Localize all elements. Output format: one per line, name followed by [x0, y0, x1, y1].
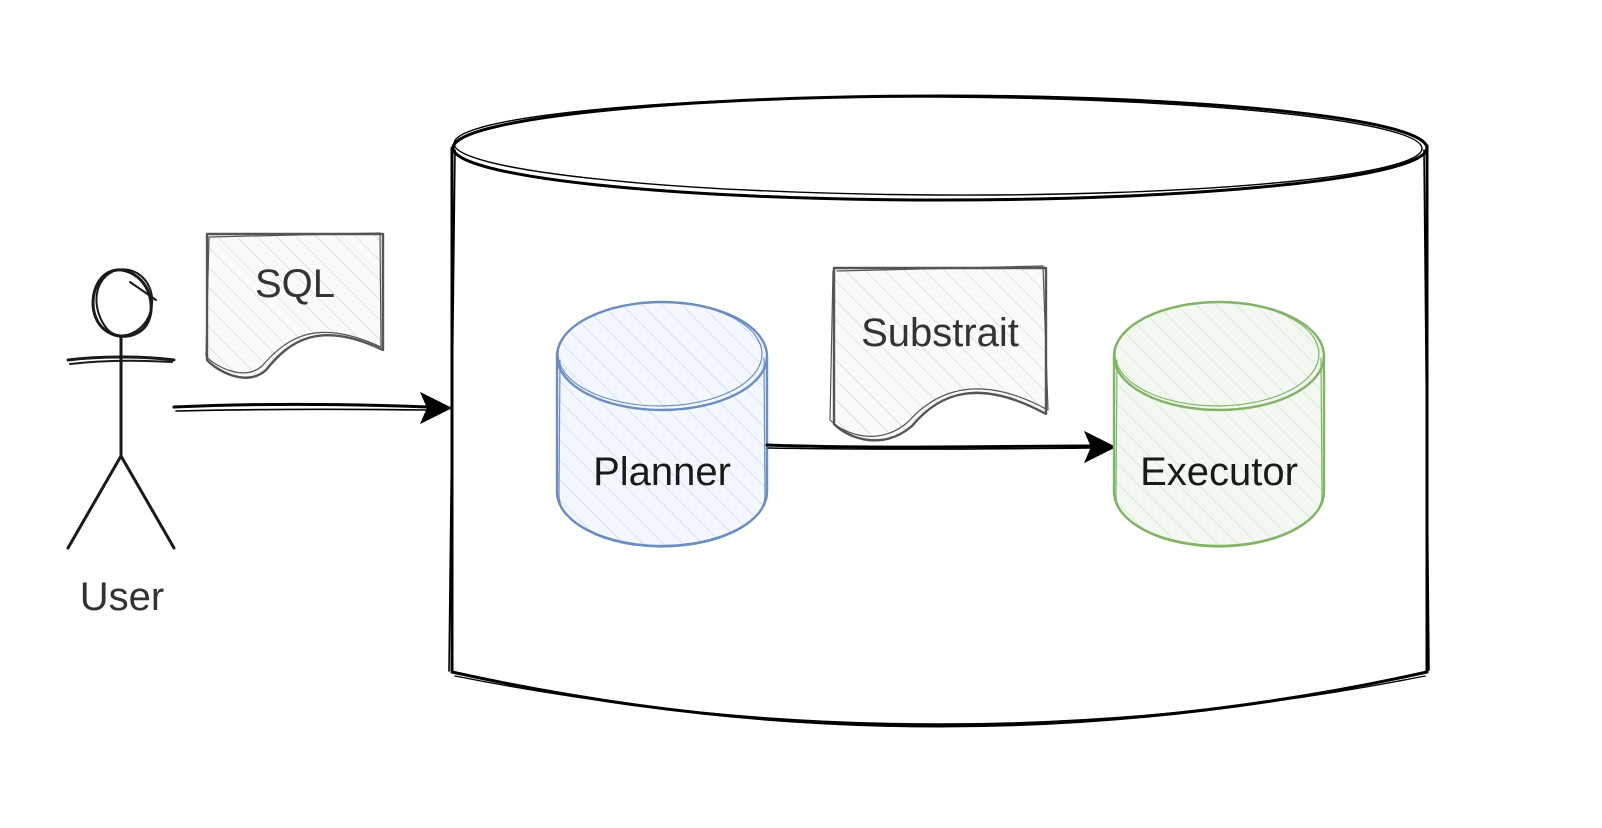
- substrait-label: Substrait: [861, 311, 1019, 355]
- executor-label: Executor: [1140, 450, 1298, 494]
- sql-document: SQL: [205, 232, 385, 379]
- system-cylinder: [448, 94, 1430, 728]
- sql-label: SQL: [255, 262, 335, 306]
- planner-component: Planner: [555, 300, 769, 548]
- executor-component: Executor: [1112, 300, 1326, 548]
- user-to-system-arrow: [172, 391, 453, 425]
- user-actor: User: [66, 268, 176, 619]
- stick-figure-icon: [66, 268, 176, 550]
- planner-label: Planner: [593, 450, 731, 494]
- substrait-document: Substrait: [829, 265, 1049, 442]
- planner-to-executor-arrow: [765, 430, 1117, 464]
- user-label: User: [80, 575, 164, 619]
